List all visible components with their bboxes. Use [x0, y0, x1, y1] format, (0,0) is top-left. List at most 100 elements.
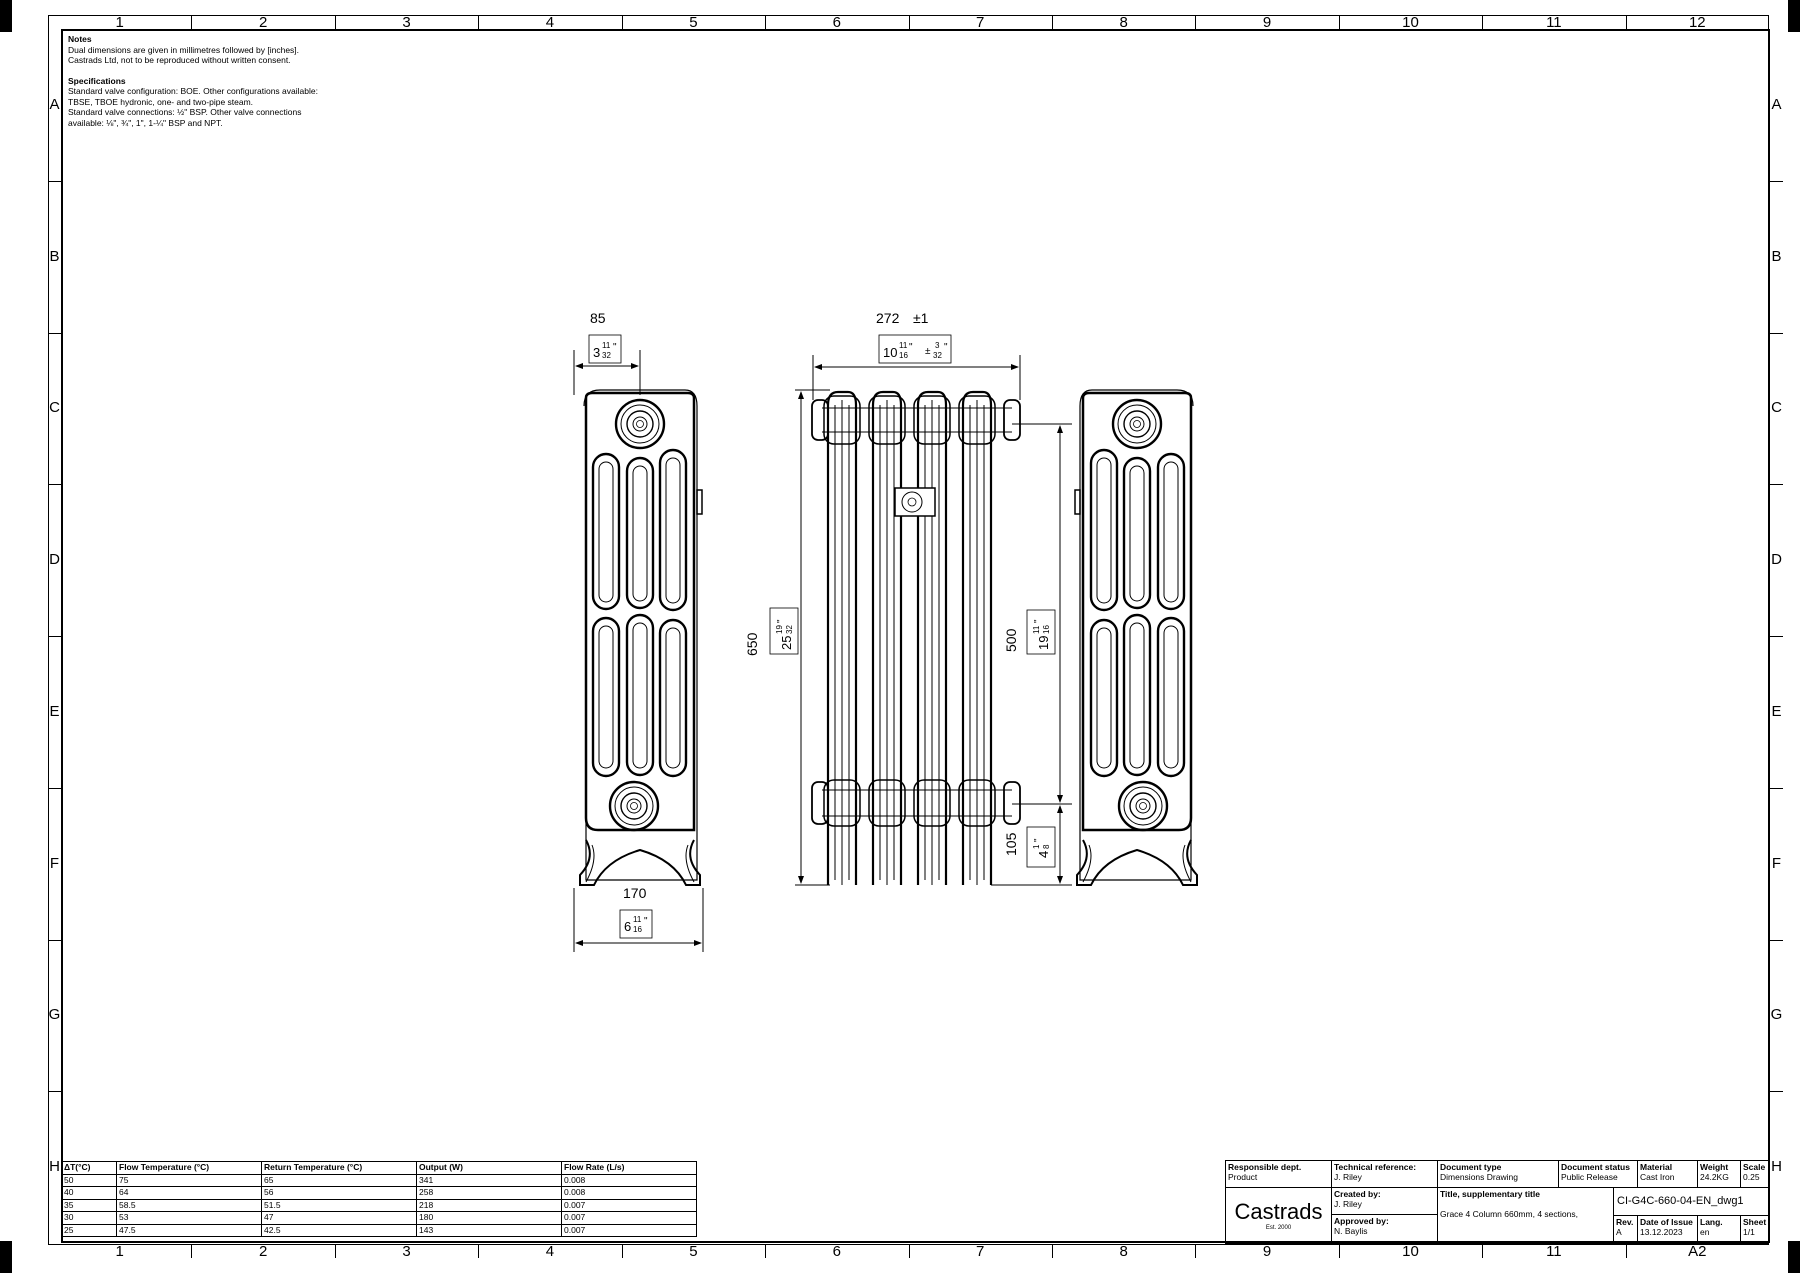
side-view-left	[580, 390, 702, 885]
language-label: Lang.	[1700, 1217, 1723, 1227]
height-in-num: 19	[775, 625, 784, 634]
table-cell: 75	[116, 1173, 262, 1187]
table-cell: 0.007	[561, 1198, 697, 1212]
responsible-dept-label: Responsible dept.	[1228, 1162, 1302, 1172]
grid-row-label: D	[1771, 551, 1782, 569]
foot-in-den: 16	[633, 925, 642, 934]
heat-output-table: ΔT(°C) Flow Temperature (°C) Return Temp…	[61, 1161, 697, 1237]
width-tol-in-num: 3	[935, 341, 940, 350]
corner-mark-tl	[0, 0, 12, 32]
grid-column-label: 8	[1119, 1243, 1128, 1260]
grid-tick	[191, 1244, 193, 1258]
table-cell: 218	[416, 1198, 562, 1212]
front-view	[811, 390, 1021, 885]
table-cell: 0.008	[561, 1173, 697, 1187]
foot-in-whole: 6	[624, 919, 631, 934]
grid-tick	[478, 1244, 480, 1258]
grid-tick	[1770, 636, 1783, 637]
width-mm-label: 272	[876, 310, 900, 326]
grid-row-label: A	[1771, 95, 1782, 113]
logo-tagline: Est. 2000	[1265, 1225, 1292, 1231]
corner-mark-br	[1788, 1241, 1800, 1273]
grid-tick	[1051, 1244, 1053, 1258]
grid-tick	[1625, 1244, 1627, 1258]
centres-in-den: 16	[1042, 625, 1051, 634]
sheet-label: Sheet	[1743, 1217, 1767, 1227]
revision-label: Rev.	[1616, 1217, 1634, 1227]
grid-tick	[334, 15, 336, 29]
table-cell: 0.007	[561, 1211, 697, 1225]
grid-tick	[48, 787, 61, 789]
grid-tick	[1195, 1244, 1197, 1258]
column-header: Output (W)	[416, 1161, 562, 1175]
column-header: Flow Rate (L/s)	[561, 1161, 697, 1175]
dimension-lines	[573, 350, 1072, 952]
grid-tick	[1482, 1244, 1484, 1258]
grid-row-label: F	[49, 854, 60, 872]
foot-in-num: 11	[633, 915, 642, 924]
inch-mark: "	[1033, 619, 1044, 623]
grid-column-label: 5	[689, 14, 698, 31]
depth-in-den: 32	[602, 351, 611, 360]
grid-column-label: 4	[545, 14, 555, 31]
grid-column-label: 10	[1402, 14, 1419, 31]
grid-column-label: 6	[832, 1243, 841, 1260]
centres-in-whole: 19	[1036, 636, 1051, 650]
centres-mm-label: 500	[1003, 628, 1019, 652]
weight-label: Weight	[1700, 1162, 1729, 1172]
grid-tick	[1625, 15, 1627, 29]
grid-tick	[478, 15, 480, 29]
column-header: Flow Temperature (°C)	[116, 1161, 262, 1175]
grid-tick	[1195, 15, 1197, 29]
grid-row-label: C	[49, 399, 60, 417]
width-tolerance-label: ±1	[913, 310, 929, 326]
grid-tick	[48, 484, 61, 486]
table-cell: 258	[416, 1186, 562, 1200]
table-cell: 0.008	[561, 1186, 697, 1200]
table-cell: 53	[116, 1211, 262, 1225]
grid-tick	[1770, 484, 1783, 486]
grid-tick	[191, 15, 193, 29]
grid-tick	[908, 15, 910, 29]
table-cell: 42.5	[261, 1223, 417, 1237]
table-cell: 25	[61, 1223, 117, 1237]
grid-column-label: 7	[976, 1243, 985, 1260]
grid-row-label: E	[49, 702, 60, 720]
grid-tick	[1482, 15, 1484, 29]
approved-by-value: N. Baylis	[1334, 1226, 1368, 1236]
grid-column-label: 12	[1688, 14, 1706, 31]
grid-tick	[1338, 1244, 1340, 1258]
responsible-dept-value: Product	[1228, 1172, 1258, 1182]
grid-column-label: 2	[258, 14, 268, 31]
grid-tick	[334, 1244, 336, 1258]
spec-line: Standard valve connections: ½" BSP. Othe…	[68, 107, 302, 117]
grid-tick	[1338, 15, 1340, 29]
grid-row-label: H	[49, 1158, 60, 1176]
grid-column-label: 3	[402, 14, 411, 31]
grid-tick	[765, 15, 767, 29]
centres-in-num: 11	[1032, 625, 1041, 634]
grid-column-label: 5	[689, 1243, 698, 1260]
date-of-issue-value: 13.12.2023	[1640, 1227, 1683, 1237]
floor-in-whole: 4	[1036, 851, 1051, 858]
grid-tick	[765, 1244, 767, 1258]
grid-column-label: 11	[1546, 14, 1562, 31]
grid-column-label: 1	[115, 1243, 124, 1260]
grid-column-label: 1	[115, 14, 124, 31]
scale-label: Scale	[1743, 1162, 1766, 1172]
grid-tick	[1770, 787, 1783, 789]
table-header-row: ΔT(°C) Flow Temperature (°C) Return Temp…	[61, 1161, 697, 1175]
floor-in-den: 8	[1042, 844, 1051, 849]
sheet-value: 1/1	[1743, 1227, 1755, 1237]
column-header: ΔT(°C)	[61, 1161, 117, 1175]
notes-block: Notes Dual dimensions are given in milli…	[68, 34, 408, 128]
table-cell: 47	[261, 1211, 417, 1225]
grid-column-label: 9	[1262, 14, 1272, 31]
table-cell: 50	[61, 1173, 117, 1187]
grid-tick	[908, 1244, 910, 1258]
table-cell: 65	[261, 1173, 417, 1187]
spec-line: Standard valve configuration: BOE. Other…	[68, 86, 318, 96]
spec-line: TBSE, TBOE hydronic, one- and two-pipe s…	[68, 96, 254, 107]
